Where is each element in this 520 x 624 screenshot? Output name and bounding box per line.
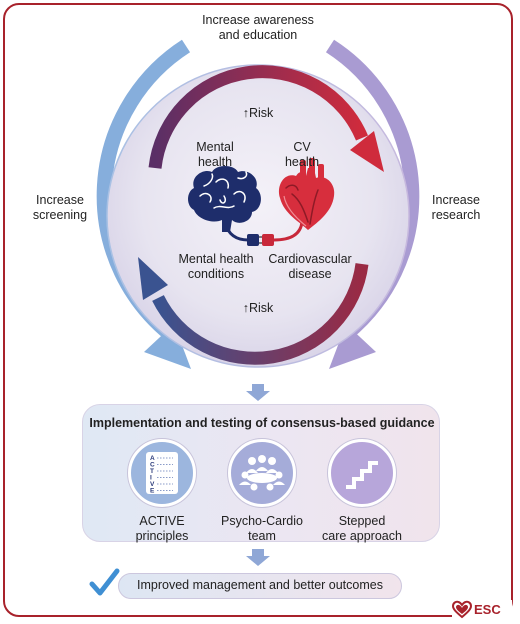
risk-label-bottom: ↑Risk — [242, 301, 274, 315]
down-arrow-2 — [246, 549, 270, 566]
guidance-title: Implementation and testing of consensus-… — [89, 416, 435, 430]
stairs-icon — [328, 439, 396, 507]
guidance-panel: Implementation and testing of consensus-… — [82, 404, 440, 544]
screening-arrowhead — [144, 324, 191, 369]
down-arrow-1 — [246, 384, 270, 401]
active-letter-c: C — [150, 462, 155, 469]
active-letter-v: V — [150, 481, 155, 488]
figure-frame — [3, 3, 513, 617]
esc-heart-icon — [452, 600, 472, 619]
active-letter-i: I — [150, 475, 152, 482]
check-icon — [89, 568, 120, 596]
active-letter-e: E — [150, 488, 155, 495]
brain-icon — [188, 166, 261, 232]
risk-arrowhead-bottom — [138, 257, 168, 300]
plug-left — [247, 234, 259, 246]
esc-logo-text: ESC — [474, 602, 501, 617]
active-letter-t: T — [150, 468, 154, 475]
risk-arrow-top — [148, 65, 368, 169]
central-disc — [106, 64, 410, 368]
team-meeting-icon — [228, 439, 296, 507]
risk-label-top: ↑Risk — [242, 106, 274, 120]
active-checklist-icon: A C T I V E — [128, 439, 196, 507]
plug-right — [262, 234, 274, 246]
outcome-banner: Improved management and better outcomes — [118, 573, 402, 599]
heart-icon — [278, 158, 335, 230]
active-letter-a: A — [150, 455, 155, 462]
risk-arrowhead-top — [350, 131, 384, 172]
research-arrowhead — [329, 324, 376, 369]
risk-arrow-bottom — [152, 263, 369, 365]
esc-logo: ESC — [452, 600, 512, 620]
